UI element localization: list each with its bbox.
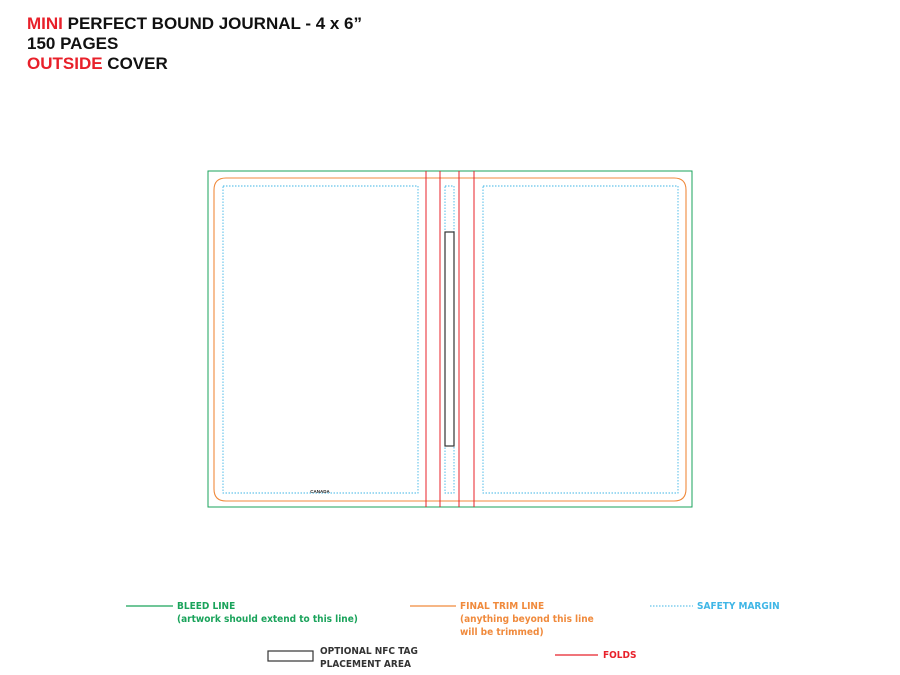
legend-trim-label: FINAL TRIM LINE [460, 601, 545, 612]
back-cover-mark: CANADA [310, 489, 330, 494]
safety-margin-back-cover [222, 185, 419, 494]
legend-nfc-label-2: PLACEMENT AREA [320, 659, 411, 670]
title-line-product: MINI PERFECT BOUND JOURNAL - 4 x 6” [27, 14, 362, 34]
trim-line-front-cover [461, 177, 687, 502]
title-cover-word: COVER [102, 54, 168, 73]
legend-bleed-label: BLEED LINE [177, 601, 236, 612]
legend-folds: FOLDS [603, 649, 636, 662]
title-highlight-outside: OUTSIDE [27, 54, 103, 73]
page-title: MINI PERFECT BOUND JOURNAL - 4 x 6” 150 … [27, 14, 362, 74]
legend-nfc-swatch [267, 650, 314, 662]
title-line-pages: 150 PAGES [27, 34, 119, 53]
legend-trim-note-2: will be trimmed) [460, 627, 544, 638]
legend-bleed-note: (artwork should extend to this line) [177, 614, 358, 625]
legend-nfc-label-1: OPTIONAL NFC TAG [320, 646, 418, 657]
safety-margin-front-cover [482, 185, 679, 494]
legend-trim-note-1: (anything beyond this line [460, 614, 594, 625]
title-product-name: PERFECT BOUND JOURNAL - 4 x 6” [62, 14, 363, 33]
bleed-line [207, 170, 693, 508]
legend-safety-label: SAFETY MARGIN [697, 601, 780, 612]
trim-line-back-cover [213, 177, 426, 502]
nfc-tag-area [444, 231, 455, 447]
legend-trim: FINAL TRIM LINE (anything beyond this li… [460, 600, 594, 639]
legend-folds-label: FOLDS [603, 650, 637, 661]
legend-nfc: OPTIONAL NFC TAG PLACEMENT AREA [320, 645, 418, 671]
legend-bleed: BLEED LINE (artwork should extend to thi… [177, 600, 358, 626]
title-highlight-mini: MINI [27, 14, 63, 33]
title-line-cover: OUTSIDE COVER [27, 54, 362, 74]
legend-safety: SAFETY MARGIN [697, 600, 780, 613]
